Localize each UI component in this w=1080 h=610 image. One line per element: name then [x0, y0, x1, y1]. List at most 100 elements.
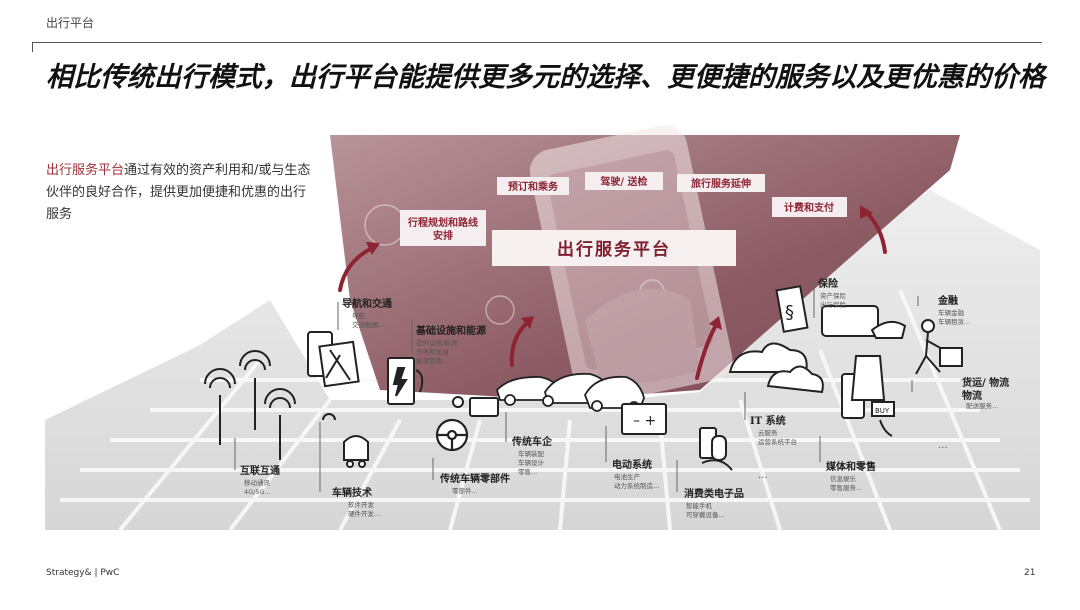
- svg-text:智能手机: 智能手机: [686, 501, 713, 510]
- service-travel-label: 旅行服务延伸: [691, 177, 751, 190]
- svg-text:信息娱乐: 信息娱乐: [830, 474, 857, 483]
- antenna-icons: [204, 350, 296, 460]
- arrow-left: [338, 246, 374, 292]
- service-booking: [497, 177, 569, 195]
- arrow-center-right: [695, 323, 718, 380]
- svg-text:IT 系统: IT 系统: [750, 414, 786, 427]
- eco-traditional-parts: 传统车辆零部件 零部件...: [439, 472, 510, 495]
- eco-electric: 电动系统 电池生产 动力系统制造...: [612, 458, 659, 490]
- battery-icon: – +: [621, 403, 667, 435]
- footer-source: Strategy& | PwC: [46, 568, 120, 578]
- svg-text:车辆设计: 车辆设计: [518, 458, 545, 467]
- svg-text:媒体和零售: 媒体和零售: [825, 460, 876, 473]
- steering-wheel-icon: [435, 418, 469, 452]
- ellipsis-marks: ... ...: [758, 440, 948, 481]
- service-driving-label: 驾驶/ 送检: [599, 175, 647, 188]
- svg-text:基础设施和能源: 基础设施和能源: [415, 324, 486, 337]
- section-label: 出行平台: [46, 16, 95, 30]
- eco-freight: 货运/ 物流 配送服务... 物流: [962, 376, 1009, 410]
- service-booking-label: 预订和乘务: [508, 180, 559, 193]
- svg-text:货运/ 物流: 货运/ 物流: [962, 376, 1009, 389]
- service-billing-label: 计费和支付: [784, 201, 834, 214]
- eco-infrastructure: 基础设施和能源 提供设施/能源 充电和加油 能源管理...: [415, 324, 486, 365]
- svg-text:导航和交通: 导航和交通: [342, 297, 392, 310]
- engine-icon: [452, 396, 499, 417]
- svg-text:电动系统: 电动系统: [612, 458, 652, 471]
- service-banners: 预订和乘务 驾驶/ 送检 旅行服务延伸 计费和支付 行程规划和路线安排 出行服务…: [400, 172, 847, 266]
- shopping-icon: BUY: [841, 355, 895, 437]
- service-travel: [677, 174, 765, 192]
- intro-highlight: 出行服务平台: [46, 163, 125, 178]
- svg-text:移动通讯: 移动通讯: [244, 478, 271, 487]
- svg-text:车辆租赁...: 车辆租赁...: [938, 317, 970, 326]
- svg-text:零部件...: 零部件...: [452, 486, 478, 495]
- svg-text:交通数据...: 交通数据...: [352, 320, 384, 329]
- svg-text:运营系统平台: 运营系统平台: [758, 437, 797, 446]
- consumer-electronics-icon: [699, 427, 733, 471]
- eco-it: IT 系统 云服务 运营系统平台: [750, 414, 797, 446]
- page-number: 21: [1024, 568, 1036, 578]
- headline: 相比传统出行模式，出行平台能提供更多元的选择、更便捷的服务以及更优惠的价格: [46, 62, 1045, 93]
- title-tick: [32, 42, 33, 52]
- svg-text:零售...: 零售...: [518, 467, 537, 476]
- eco-navigation: 导航和交通 导航 交通数据...: [342, 297, 392, 329]
- svg-text:资产保险: 资产保险: [820, 291, 847, 300]
- ecosystem-labels: 导航和交通 导航 交通数据... 基础设施和能源 提供设施/能源 充电和加油 能…: [240, 277, 1009, 519]
- ground-tiles: [60, 289, 1030, 532]
- delivery-person-icon: [915, 319, 963, 375]
- svg-text:配送服务...: 配送服务...: [966, 401, 998, 410]
- eco-oem: 传统车企 车辆装配 车辆设计 零售...: [511, 435, 553, 476]
- service-routing: [400, 210, 486, 246]
- svg-text:车辆装配: 车辆装配: [518, 449, 545, 458]
- navigation-phone-icon: [307, 331, 360, 388]
- svg-text:互联互通: 互联互通: [240, 464, 280, 477]
- platform-center-label: 出行服务平台: [557, 239, 671, 260]
- svg-text:BUY: BUY: [875, 407, 890, 415]
- charging-station-icon: [387, 357, 424, 405]
- platform-center-box: [492, 230, 736, 266]
- svg-text:电池生产: 电池生产: [614, 472, 641, 481]
- eco-finance: 金融 车辆金融 车辆租赁...: [937, 294, 970, 326]
- eco-vehicle-tech: 车辆技术 软件开发 硬件开发...: [332, 486, 380, 518]
- svg-text:动力系统制造...: 动力系统制造...: [614, 481, 659, 490]
- svg-text:物流: 物流: [962, 389, 982, 402]
- up-arrows: [338, 205, 887, 380]
- eco-insurance: 保险 资产保险 出行保险: [817, 277, 847, 309]
- svg-text:...: ...: [758, 470, 768, 481]
- service-billing: [772, 197, 847, 217]
- insurance-icon: §: [775, 285, 907, 339]
- svg-text:传统车辆零部件: 传统车辆零部件: [439, 472, 510, 485]
- svg-text:金融: 金融: [937, 294, 958, 307]
- eco-connectivity: 互联互通 移动通讯 4G/5G...: [240, 464, 280, 496]
- svg-text:软件开发: 软件开发: [348, 500, 375, 509]
- svg-text:导航: 导航: [352, 311, 366, 320]
- svg-text:可穿戴设备...: 可穿戴设备...: [686, 510, 725, 519]
- eco-media-retail: 媒体和零售 信息娱乐 零售服务...: [825, 460, 876, 492]
- service-routing-label: 行程规划和路线安排: [407, 216, 478, 242]
- svg-text:提供设施/能源: 提供设施/能源: [416, 338, 458, 347]
- svg-text:– +: – +: [633, 413, 656, 429]
- svg-text:4G/5G...: 4G/5G...: [244, 488, 271, 496]
- svg-text:车辆技术: 车辆技术: [332, 486, 372, 499]
- svg-text:能源管理...: 能源管理...: [416, 356, 448, 365]
- svg-text:...: ...: [938, 440, 948, 451]
- svg-text:车辆金融: 车辆金融: [938, 308, 965, 317]
- svg-text:保险: 保险: [817, 277, 839, 290]
- cars-icon: [495, 372, 645, 413]
- svg-text:零售服务...: 零售服务...: [830, 483, 862, 492]
- svg-text:出行保险: 出行保险: [820, 300, 847, 309]
- intro-text: 出行服务平台通过有效的资产利用和/或与生态伙伴的良好合作，提供更加便捷和优惠的出…: [46, 160, 316, 226]
- robot-car-icon: [322, 413, 369, 468]
- svg-text:传统车企: 传统车企: [511, 435, 553, 448]
- title-rule: [32, 42, 1042, 43]
- arrow-center-left: [509, 320, 530, 367]
- svg-text:硬件开发...: 硬件开发...: [348, 509, 380, 518]
- svg-text:充电和加油: 充电和加油: [416, 347, 449, 356]
- svg-text:云服务: 云服务: [758, 428, 778, 437]
- eco-consumer-electronics: 消费类电子品 智能手机 可穿戴设备...: [684, 487, 744, 519]
- service-driving: [585, 172, 663, 190]
- svg-text:消费类电子品: 消费类电子品: [684, 487, 744, 500]
- svg-text:§: §: [785, 302, 794, 323]
- cloud-icon: [728, 342, 824, 394]
